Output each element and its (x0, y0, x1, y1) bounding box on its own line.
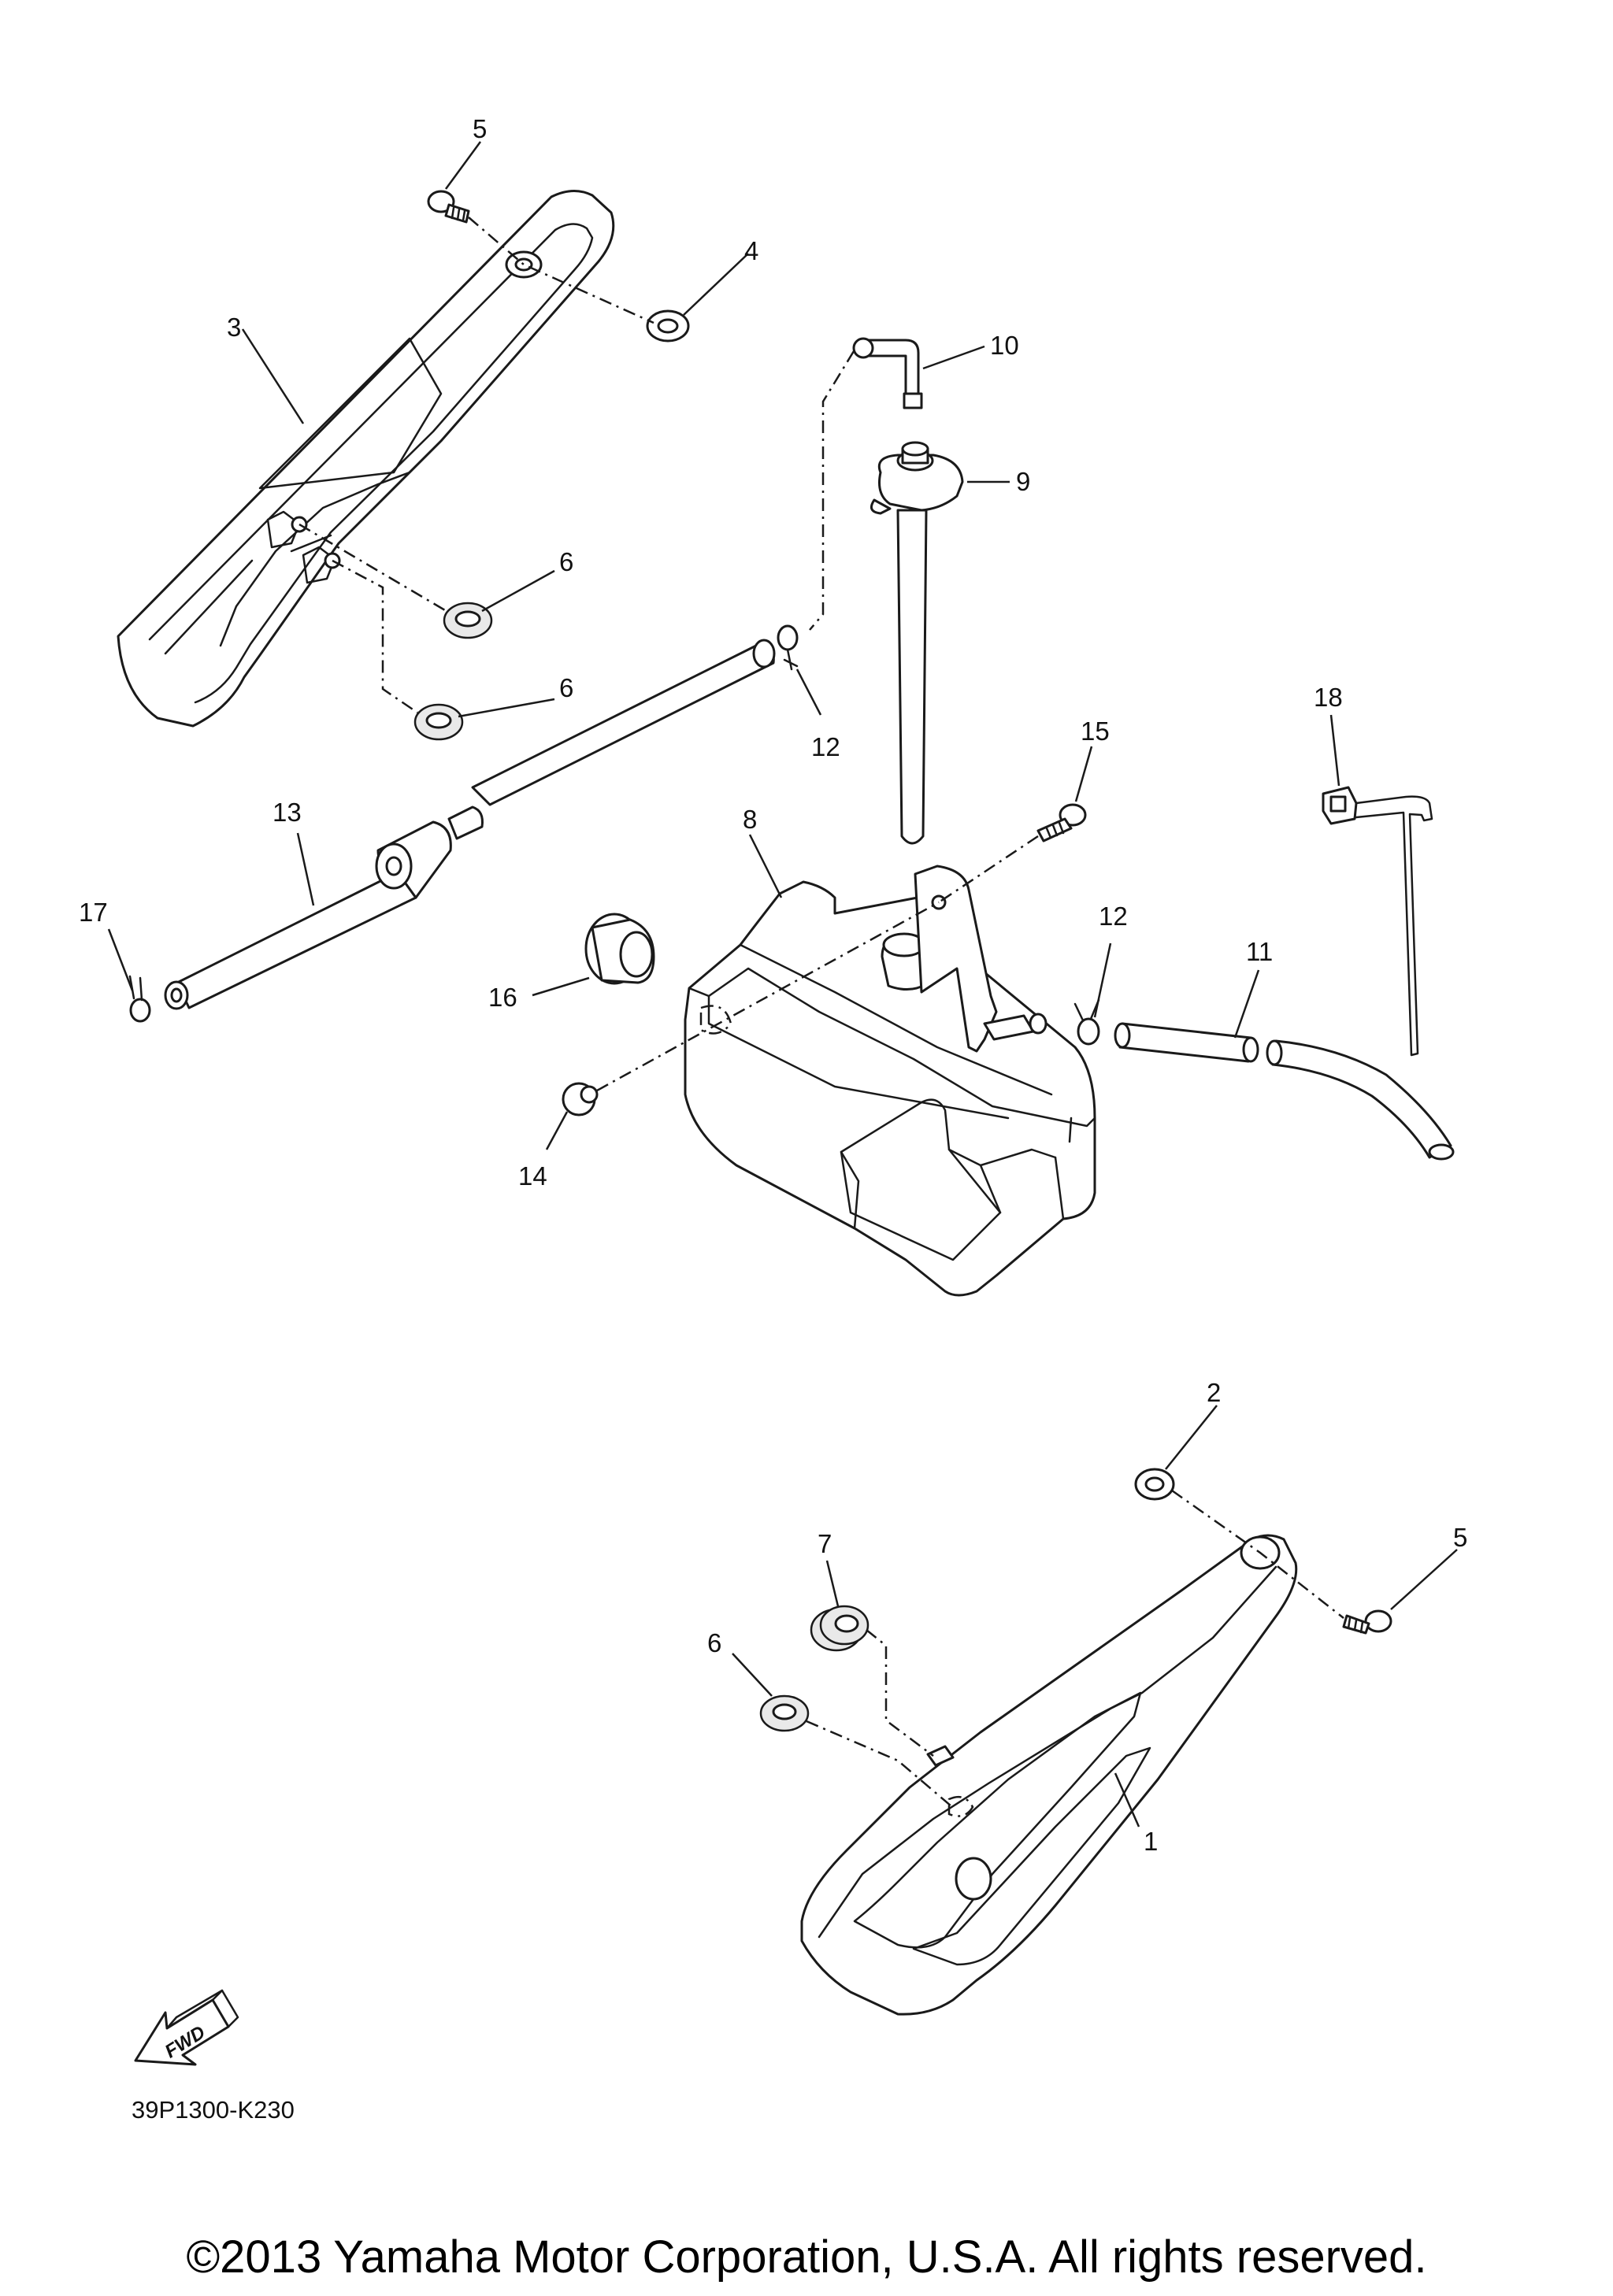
callout-6-a: 6 (559, 547, 573, 576)
dash-grommet7-to-cover (866, 1629, 934, 1757)
level-sensor-18 (1322, 786, 1433, 1057)
callout-5-bottom: 5 (1453, 1523, 1467, 1552)
bolt-5-top (427, 190, 470, 224)
side-cover-upper (117, 190, 615, 728)
diagram-code: 39P1300-K230 (132, 2096, 295, 2124)
grommet-6-b (413, 703, 464, 741)
callout-11: 11 (1246, 937, 1273, 966)
callout-2: 2 (1207, 1378, 1221, 1407)
dash-cover-to-grommet6b (332, 559, 418, 714)
clip-17 (128, 975, 151, 1023)
grommet-16 (584, 913, 655, 985)
filler-cap-9 (870, 441, 964, 845)
callout-16: 16 (488, 983, 517, 1012)
fwd-arrow-icon: FWD (134, 1989, 239, 2066)
callout-7: 7 (818, 1529, 832, 1558)
dash-grommet2-to-bolt5 (1171, 1489, 1344, 1619)
dash-grommet6c-to-cover (806, 1720, 952, 1807)
clip-12-b (1073, 998, 1100, 1046)
callout-10: 10 (990, 331, 1019, 360)
grommet-6-a (443, 602, 493, 639)
callout-8: 8 (743, 805, 757, 834)
elbow-10 (852, 337, 923, 409)
grommet-2 (1134, 1468, 1175, 1501)
dash-elbow-to-clip (809, 350, 855, 631)
callout-13: 13 (273, 798, 302, 827)
copyright-notice: ©2013 Yamaha Motor Corporation, U.S.A. A… (186, 2231, 1427, 2283)
leader-lines (107, 141, 1458, 1828)
callout-14: 14 (518, 1161, 547, 1191)
callout-17: 17 (79, 898, 108, 927)
side-cover-lower (800, 1534, 1298, 2016)
callout-15: 15 (1081, 717, 1110, 746)
callout-6-b: 6 (559, 673, 573, 702)
dash-bolt15-to-tank (938, 835, 1039, 904)
callout-12-b: 12 (1099, 902, 1128, 931)
callout-6-c: 6 (707, 1628, 721, 1657)
dash-bolt5-to-cover (468, 217, 654, 324)
callout-1: 1 (1144, 1827, 1158, 1856)
oil-tank-8 (684, 865, 1096, 1297)
grommet-7 (810, 1605, 870, 1652)
bolt-15 (1036, 803, 1087, 842)
grommet-6-c (759, 1694, 810, 1732)
clip-12-a (777, 624, 799, 671)
hose-11 (1114, 1022, 1455, 1161)
dash-cover-to-grommet6a (298, 523, 446, 612)
grommet-4 (646, 309, 690, 343)
callout-numbers: 5 4 3 10 9 6 6 12 15 18 8 13 17 12 11 16… (79, 114, 1467, 1856)
callout-18: 18 (1314, 683, 1343, 712)
callout-9: 9 (1016, 467, 1030, 496)
callout-3: 3 (227, 313, 241, 342)
bushing-14 (562, 1082, 599, 1117)
callout-12-a: 12 (811, 732, 840, 761)
callout-4: 4 (744, 236, 758, 265)
callout-5-top: 5 (473, 114, 487, 143)
hose-13 (164, 639, 776, 1010)
bolt-5-bottom (1342, 1609, 1392, 1635)
